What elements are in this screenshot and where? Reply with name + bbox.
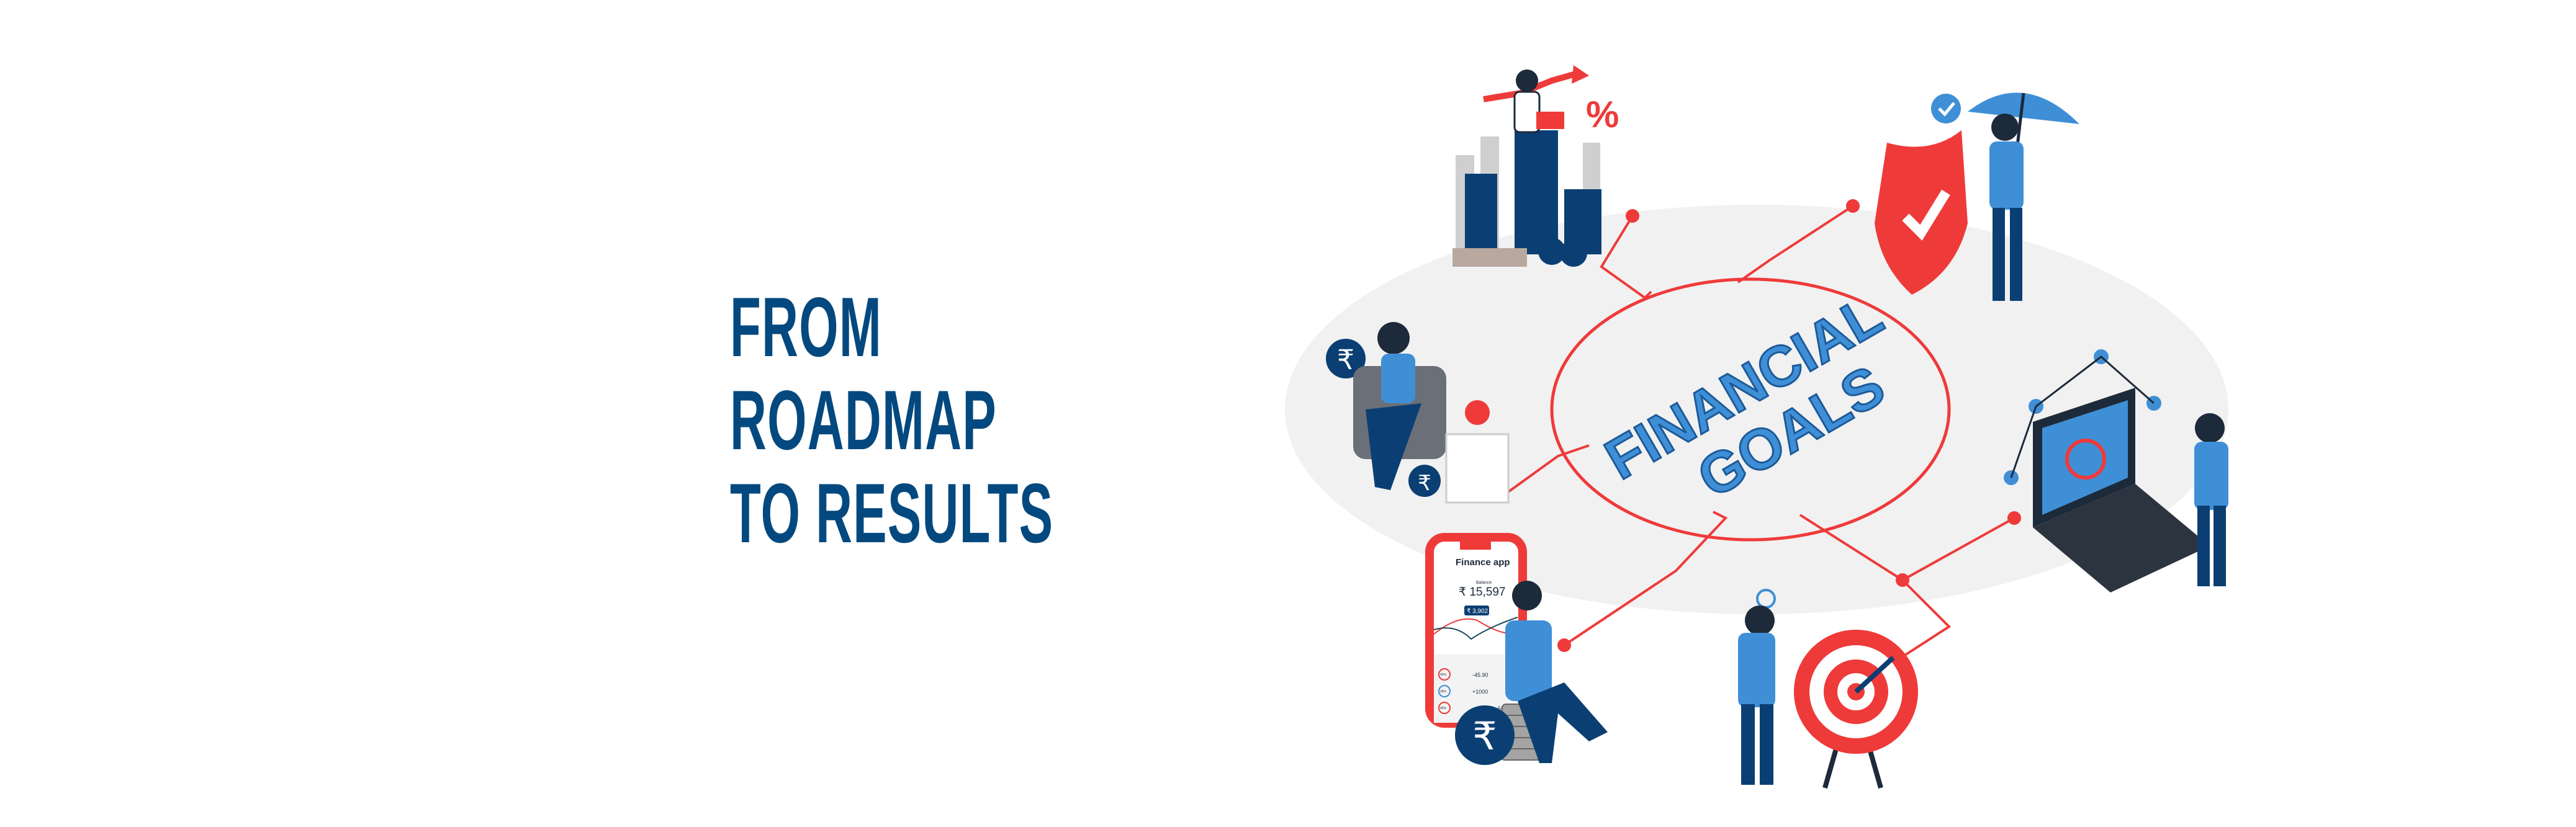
phone-balance-label: Balance [1476,581,1492,585]
finance-app-phone-illustration: Finance app Balance ₹ 15,597 ₹ 3,902 45%… [1425,533,1608,765]
growth-chart-illustration: % [1452,65,1619,267]
headline-line-2: ROADMAP [730,373,997,467]
headline-line-1: FROM [730,280,883,374]
headline-line-3: TO RESULTS [730,466,1054,560]
connector-lines [1501,205,2015,662]
target-illustration [1738,589,1918,789]
check-badge-icon [1931,94,1961,123]
txn-3-percent: 45% [1440,707,1447,710]
rupee-coin-icon [1455,705,1515,765]
phone-balance-value: ₹ 15,597 [1459,586,1505,599]
shield-umbrella-illustration [1875,92,2079,301]
txn-3-amount: -56 [1496,705,1504,712]
svg-text:₹: ₹ [1418,472,1431,495]
txn-2-amount: +1000 [1472,689,1488,695]
relaxing-person-illustration: ₹ ₹ [1326,322,1510,504]
svg-text:₹: ₹ [1472,715,1497,758]
percent-sign: % [1586,94,1619,135]
phone-app-title: Finance app [1456,557,1510,568]
headline: FROM ROADMAP TO RESULTS [730,280,1053,560]
background-ellipse [1285,205,2228,614]
txn-2-percent: 35% [1440,690,1447,694]
phone-tooltip-value: ₹ 3,902 [1467,608,1488,615]
svg-text:₹: ₹ [1337,345,1354,375]
goal-ring [1550,277,1951,542]
txn-1-amount: -45.90 [1472,672,1488,678]
laptop-illustration [2004,349,2228,592]
txn-1-percent: 45% [1440,673,1447,677]
